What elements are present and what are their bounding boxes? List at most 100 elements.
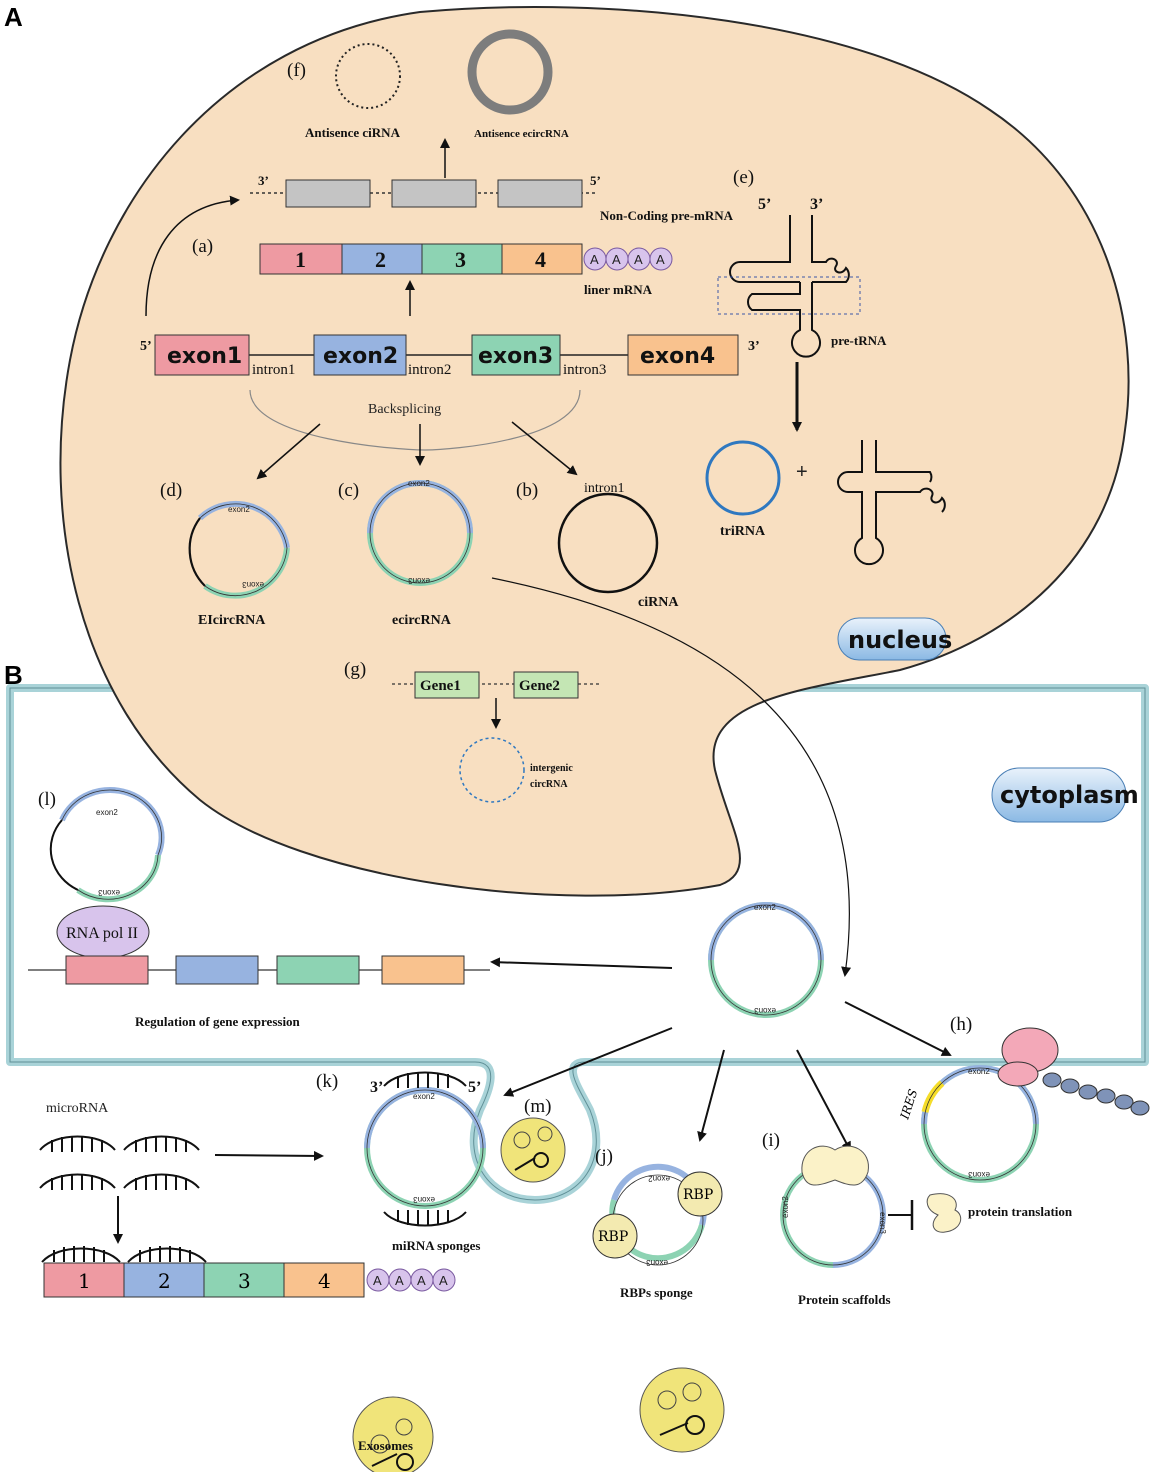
ires-label: IRES (897, 1087, 920, 1122)
arrow-to-cirna (511, 421, 578, 476)
step-m-label: (m) (524, 1096, 551, 1117)
svg-text:exon2: exon2 (968, 1067, 990, 1076)
mirna-sponges-label: miRNA sponges (392, 1238, 481, 1253)
nucleus-pill (837, 617, 947, 661)
exon4-label: exon4 (640, 344, 715, 369)
gene1-label: Gene1 (420, 678, 461, 694)
exon3-box (471, 334, 561, 376)
bound-mirna-mrna (41, 1246, 207, 1263)
svg-text:A: A (373, 1273, 382, 1288)
svg-text:exon3: exon3 (242, 580, 264, 589)
gene1-box (414, 671, 480, 699)
free-microrna (39, 1135, 200, 1190)
svg-text:exon2: exon2 (648, 1174, 670, 1183)
cytoplasm-ecircrna: exon2 exon3 (708, 902, 824, 1018)
step-h-label: (h) (950, 1014, 972, 1035)
step-g-label: (g) (344, 659, 366, 680)
noncoding-block-3 (497, 179, 583, 208)
gene-block-2 (175, 955, 259, 985)
linear-mrna-label: liner mRNA (584, 282, 653, 297)
cytoplasm-label: cytoplasm (1000, 781, 1139, 809)
rna-pol-ii-label: RNA pol II (66, 925, 138, 942)
antisense-cirna-circle (335, 43, 401, 109)
svg-text:exon3: exon3 (754, 1006, 776, 1015)
ecircrna-circle: exon2 exon3 (367, 479, 473, 586)
nucleus-membrane (59, 6, 1130, 897)
step-j-label: (j) (595, 1146, 613, 1167)
svg-text:exon3: exon3 (413, 1195, 435, 1204)
noncoding-block-1 (285, 179, 371, 208)
antisense-ecircrna-label: Antisence ecircRNA (474, 128, 569, 140)
antisense-ecircrna-circle (467, 29, 553, 115)
eicircrna-label: EIcircRNA (198, 613, 266, 628)
poly-a-tail: A A A A (583, 247, 673, 271)
cirna-label: ciRNA (638, 595, 679, 610)
regulation-label: Regulation of gene expression (135, 1014, 301, 1029)
mrna-num-1: 1 (295, 247, 306, 272)
target-poly-a: A A A A (366, 1268, 456, 1292)
panel-b-label: B (4, 660, 23, 690)
step-l-label: (l) (38, 789, 56, 810)
svg-text:exon2: exon2 (408, 479, 430, 488)
svg-text:exon3: exon3 (646, 1258, 668, 1267)
exosomes-label: Exosomes (358, 1438, 413, 1453)
mrna-num-4: 4 (535, 247, 546, 272)
trna-5prime: 5’ (758, 196, 771, 213)
noncoding-block-2 (391, 179, 477, 208)
backsplicing-label: Backsplicing (368, 402, 441, 417)
svg-text:exon2: exon2 (96, 808, 118, 817)
trna-3prime: 3’ (810, 196, 823, 213)
intergenic-label-2: circRNA (530, 779, 568, 790)
premrna-5prime: 5’ (140, 339, 152, 354)
rbp-blob-2 (592, 1213, 638, 1259)
svg-text:A: A (417, 1273, 426, 1288)
exosome-inner (500, 1117, 566, 1183)
rbps-sponge-label: RBPs sponge (620, 1285, 693, 1300)
target-num-2: 2 (158, 1269, 171, 1293)
rbp-label-1: RBP (683, 1187, 713, 1203)
svg-text:exon3: exon3 (408, 576, 430, 585)
bound-mirna-top (383, 1071, 467, 1088)
mrna-block-3 (421, 243, 503, 275)
svg-text:exon3: exon3 (878, 1212, 887, 1234)
exon2-box (313, 334, 407, 376)
noncoding-label: Non-Coding pre-mRNA (600, 208, 734, 223)
target-num-3: 3 (238, 1269, 251, 1293)
svg-text:A: A (612, 252, 621, 267)
scaffolds-label: Protein scaffolds (798, 1292, 891, 1307)
translation-label: protein translation (968, 1204, 1073, 1219)
intergenic-circle (459, 737, 525, 803)
peptide-chain (1042, 1072, 1150, 1116)
svg-text:A: A (634, 252, 643, 267)
step-c-label: (c) (338, 480, 359, 501)
antisense-cirna-label: Antisence ciRNA (305, 125, 401, 140)
svg-text:A: A (395, 1273, 404, 1288)
arrow-to-rbp (697, 1049, 725, 1142)
intron3-label: intron3 (563, 362, 606, 378)
trirna-label: triRNA (720, 524, 766, 539)
pre-trna-label: pre-tRNA (831, 333, 887, 348)
export-arrow (491, 577, 852, 977)
exon1-box (154, 334, 250, 376)
svg-text:exon2: exon2 (781, 1196, 790, 1218)
target-mrna-3 (203, 1262, 285, 1298)
arrow-to-noncoding (145, 195, 240, 317)
target-protein (926, 1193, 962, 1233)
arrow-to-scaffold (796, 1049, 851, 1152)
target-mrna-1 (43, 1262, 125, 1298)
exosome-right (639, 1367, 725, 1453)
cirna-circle (557, 492, 659, 594)
sponge-3prime: 3’ (370, 1079, 383, 1096)
intergenic-label-1: intergenic (530, 763, 573, 774)
bound-mirna-bottom (383, 1210, 467, 1227)
svg-text:exon2: exon2 (413, 1092, 435, 1101)
exon3-label: exon3 (478, 344, 553, 369)
gene-block-3 (276, 955, 360, 985)
cirna-intron-label: intron1 (584, 481, 624, 496)
premrna-3prime: 3’ (748, 339, 760, 354)
exosome-left (352, 1396, 434, 1472)
nucleus-label: nucleus (848, 626, 952, 654)
eicircrna-circle: exon2 exon3 (188, 500, 290, 599)
svg-text:exon2: exon2 (228, 505, 250, 514)
